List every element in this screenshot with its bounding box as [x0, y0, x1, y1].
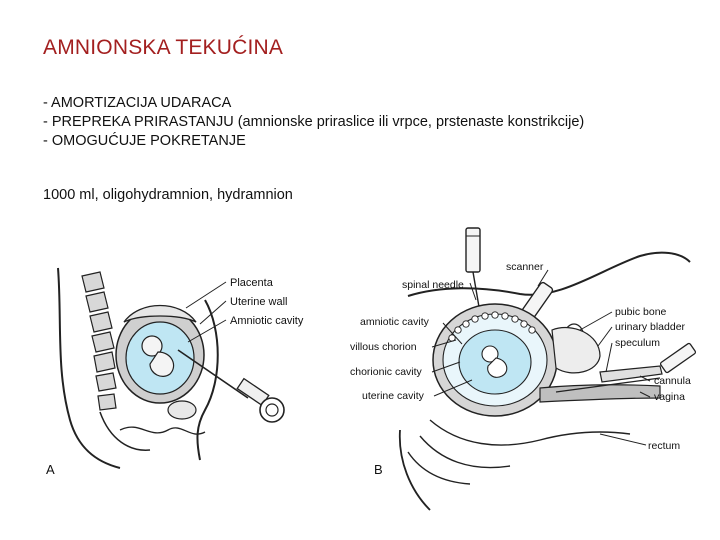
figure-b-leaders	[431, 269, 651, 446]
bullet-item: - OMOGUĆUJE POKRETANJE	[43, 133, 246, 149]
bladder	[167, 400, 197, 420]
cannula	[555, 342, 697, 393]
figure-a-leaders	[185, 281, 227, 343]
posterior-contour	[398, 429, 431, 511]
figure-b: spinal needle scanner pubic bone urinary…	[350, 227, 697, 511]
maternal-back-outline	[57, 267, 121, 469]
label-speculum: speculum	[615, 337, 660, 349]
rectum-bowel	[407, 419, 631, 485]
label-pubic-bone: pubic bone	[615, 306, 667, 318]
figure-a: Placenta Uterine wall Amniotic cavity A	[46, 267, 304, 477]
label-urinary-bladder: urinary bladder	[615, 321, 686, 333]
urinary-bladder	[551, 326, 601, 374]
embryo	[481, 345, 508, 378]
bullet-item: - PREPREKA PRIRASTANJU (amnionske priras…	[43, 114, 585, 130]
spine	[81, 271, 117, 411]
speculum	[599, 365, 663, 383]
label-scanner: scanner	[506, 261, 544, 273]
label-amniotic-cavity-b: amniotic cavity	[360, 316, 430, 328]
fetus	[141, 335, 175, 377]
syringe	[177, 349, 285, 423]
bowel	[119, 426, 206, 435]
slide-title: AMNIONSKA TEKUĆINA	[43, 36, 284, 59]
bullet-list: - AMORTIZACIJA UDARACA - PREPREKA PRIRAS…	[43, 94, 584, 151]
placenta	[123, 304, 197, 323]
sacrum	[99, 411, 151, 451]
vagina	[539, 384, 661, 403]
bullet-item: - AMORTIZACIJA UDARACA	[43, 95, 232, 111]
label-uterine-wall: Uterine wall	[230, 296, 287, 308]
label-villous-chorion: villous chorion	[350, 341, 417, 353]
volume-note: 1000 ml, oligohydramnion, hydramnion	[43, 187, 293, 203]
label-rectum: rectum	[648, 440, 680, 452]
label-spinal-needle: spinal needle	[402, 279, 464, 291]
label-uterine-cavity: uterine cavity	[362, 390, 425, 402]
body-contour	[407, 251, 691, 297]
label-cannula: cannula	[654, 375, 691, 387]
label-placenta: Placenta	[230, 277, 274, 289]
villous-chorion	[448, 311, 536, 342]
panel-label-b: B	[374, 462, 383, 477]
panel-label-a: A	[46, 462, 55, 477]
label-amniotic-cavity: Amniotic cavity	[230, 315, 304, 327]
label-chorionic-cavity: chorionic cavity	[350, 366, 423, 378]
label-vagina: vagina	[654, 391, 685, 403]
